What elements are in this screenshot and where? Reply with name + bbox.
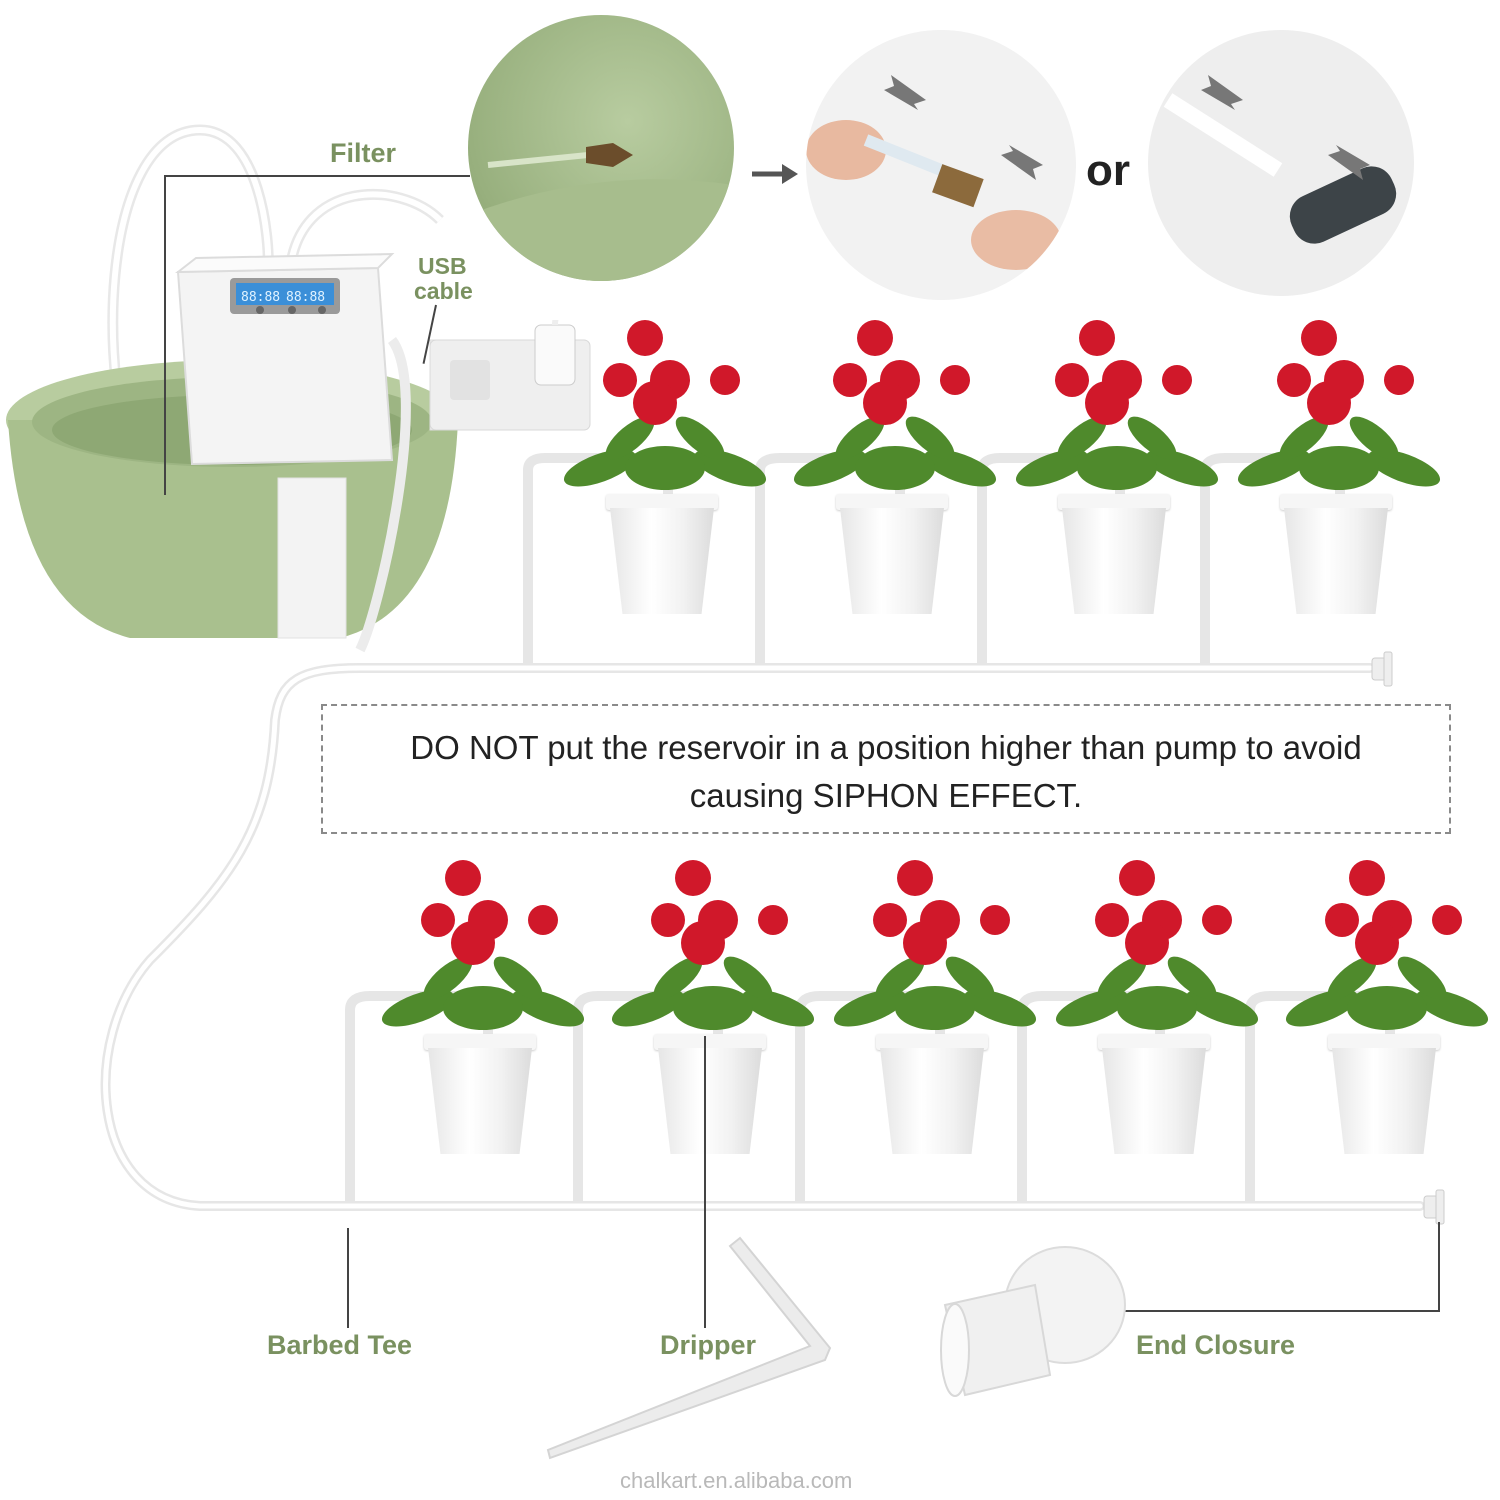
- end-closure-leader-line-horizontal: [1118, 1310, 1440, 1312]
- or-text: or: [1086, 146, 1130, 195]
- potted-plant: [1234, 318, 1444, 614]
- reservoir-pump-illustration: 88:88 88:88: [6, 124, 480, 653]
- dripper-label: Dripper: [660, 1330, 757, 1360]
- barbed-tee-label: Barbed Tee: [267, 1330, 413, 1360]
- pump-display-right: 88:88: [286, 290, 325, 305]
- filter-leader-line-vertical: [164, 175, 166, 495]
- siphon-warning-line2: causing SIPHON EFFECT.: [689, 777, 1083, 814]
- potted-plant: [1012, 318, 1222, 614]
- dripper-leader-line: [704, 1036, 706, 1328]
- siphon-warning-line1: DO NOT put the reservoir in a position h…: [410, 729, 1362, 766]
- potted-plant: [560, 318, 770, 614]
- potted-plant: [830, 858, 1040, 1154]
- pump-display-left: 88:88: [241, 290, 280, 305]
- filter-label: Filter: [330, 138, 397, 168]
- siphon-warning-box: DO NOT put the reservoir in a position h…: [321, 704, 1451, 834]
- potted-plant: [378, 858, 588, 1154]
- dripper-part: [546, 1236, 832, 1460]
- potted-plant: [608, 858, 818, 1154]
- power-strip: [430, 320, 591, 431]
- usb-cable-label-line2: cable: [414, 278, 473, 304]
- brass-filter-photo: [806, 30, 1076, 300]
- arrow-right-icon: [752, 164, 798, 184]
- potted-plant: [1282, 858, 1492, 1154]
- end-closure-part: [940, 1246, 1126, 1397]
- watermark: chalkart.en.alibaba.com: [620, 1468, 853, 1493]
- air-stone-filter-photo: [1148, 30, 1414, 296]
- end-closure-leader-line-vertical: [1438, 1222, 1440, 1312]
- filter-leader-line: [164, 175, 470, 177]
- barbed-tee-leader-line: [347, 1228, 349, 1328]
- end-closure-label: End Closure: [1136, 1330, 1296, 1360]
- usb-cable-label-line1: USB: [418, 253, 467, 279]
- potted-plant: [1052, 858, 1262, 1154]
- potted-plant: [790, 318, 1000, 614]
- filter-closeup-photo: [468, 15, 734, 281]
